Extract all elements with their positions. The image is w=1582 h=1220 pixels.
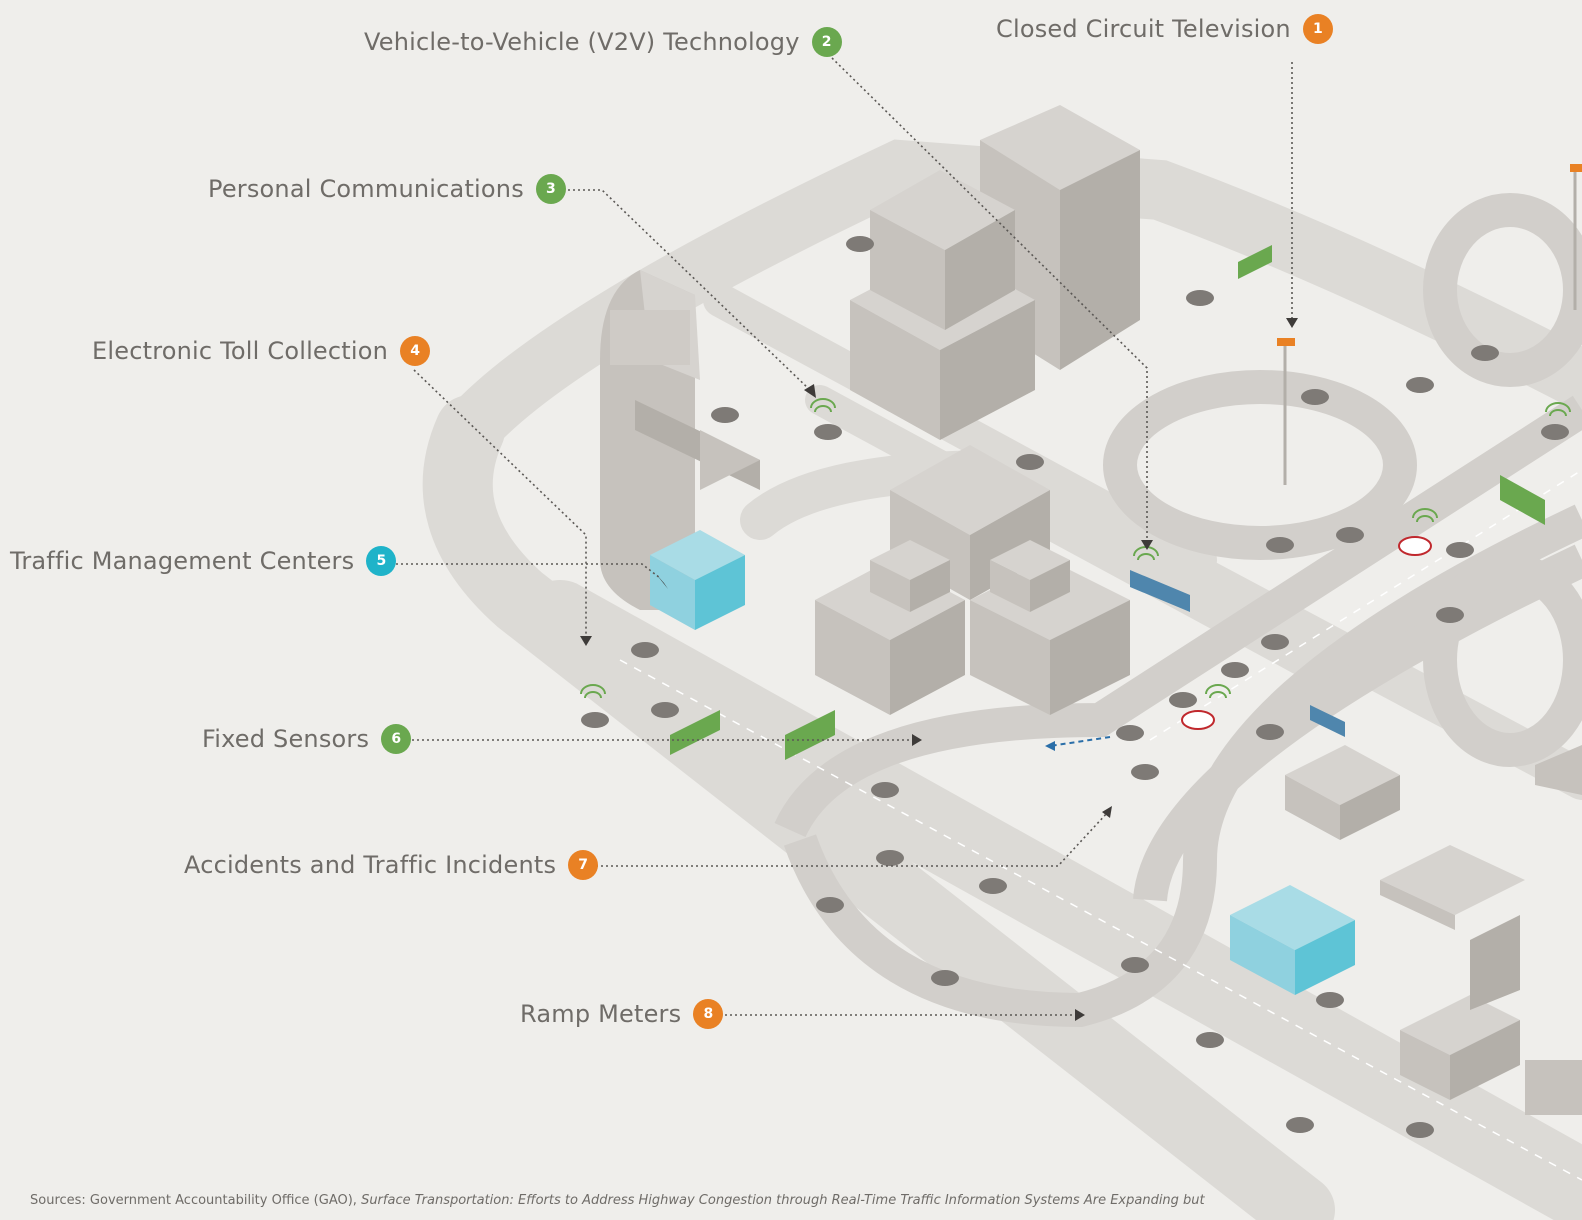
callout-badge: 1 <box>1302 14 1333 44</box>
callout-badge: 8 <box>693 999 724 1029</box>
highway-signs <box>670 164 1582 760</box>
source-prefix: Sources: Government Accountability Offic… <box>30 1193 362 1208</box>
callout-label: Closed Circuit Television <box>996 15 1291 43</box>
leader-lines <box>386 57 1293 1016</box>
curved-tower <box>600 270 760 610</box>
callout-accidents-traffic-incidents: Accidents and Traffic Incidents 7 <box>184 850 599 880</box>
callout-traffic-management-centers: Traffic Management Centers 5 <box>10 546 397 576</box>
callout-fixed-sensors: Fixed Sensors 6 <box>202 724 412 754</box>
vehicles <box>581 236 1569 1138</box>
center-buildings <box>815 445 1130 715</box>
lane-markings <box>619 469 1582 1181</box>
callout-label: Accidents and Traffic Incidents <box>184 851 557 879</box>
callout-badge: 4 <box>400 336 431 366</box>
callout-badge: 5 <box>366 546 397 576</box>
callout-personal-communications: Personal Communications 3 <box>208 174 566 204</box>
callout-v2v-technology: Vehicle-to-Vehicle (V2V) Technology 2 <box>364 27 842 57</box>
leader-arrowheads <box>580 318 1298 1021</box>
detour-arrow <box>1049 736 1111 747</box>
callout-electronic-toll-collection: Electronic Toll Collection 4 <box>92 336 431 366</box>
callout-label: Personal Communications <box>208 175 524 203</box>
callout-label: Traffic Management Centers <box>10 547 355 575</box>
buses <box>1130 570 1345 737</box>
ramps <box>774 193 1582 1028</box>
connected-cars <box>1181 536 1432 730</box>
callout-badge: 3 <box>535 174 566 204</box>
detour-arrowhead <box>1045 741 1055 751</box>
tower-buildings <box>850 105 1140 440</box>
callout-badge: 2 <box>811 27 842 57</box>
road-network <box>422 139 1582 1220</box>
callout-badge: 6 <box>381 724 412 754</box>
source-citation: Sources: Government Accountability Offic… <box>30 1193 1570 1208</box>
callout-ramp-meters: Ramp Meters 8 <box>520 999 724 1029</box>
bottom-right-buildings <box>1230 745 1582 1115</box>
callout-badge: 7 <box>568 850 599 880</box>
callout-label: Electronic Toll Collection <box>92 337 389 365</box>
callout-closed-circuit-television: Closed Circuit Television 1 <box>996 14 1333 44</box>
source-title: Surface Transportation: Efforts to Addre… <box>361 1193 1205 1208</box>
callout-label: Vehicle-to-Vehicle (V2V) Technology <box>364 28 800 56</box>
traffic-management-center <box>650 530 745 630</box>
callout-label: Ramp Meters <box>520 1000 682 1028</box>
callout-label: Fixed Sensors <box>202 725 370 753</box>
